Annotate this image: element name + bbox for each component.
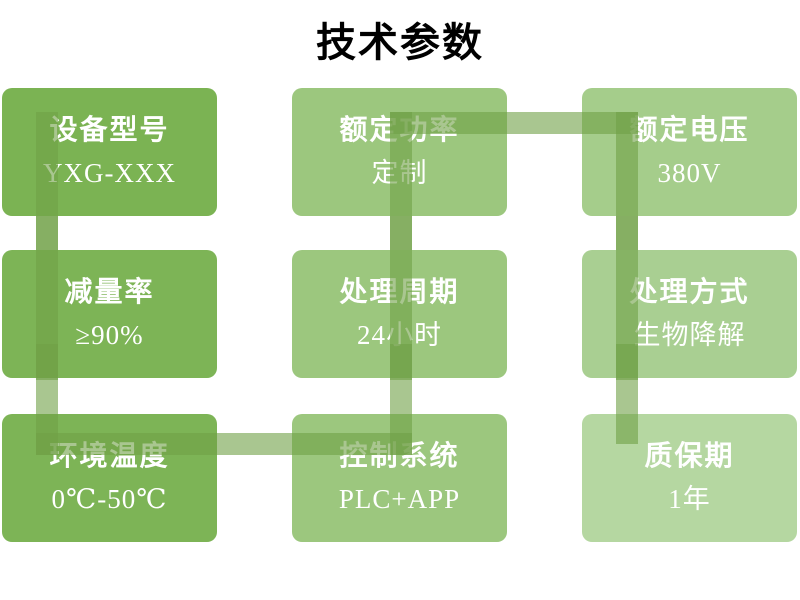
spec-value: 380V <box>657 158 722 188</box>
connector-segment-row3 <box>36 433 412 455</box>
spec-card-warranty-period: 质保期 1年 <box>582 414 797 542</box>
connector-segment-col3-top <box>616 112 638 250</box>
spec-value: PLC+APP <box>338 484 461 514</box>
connector-segment-col1-mid <box>36 216 58 380</box>
spec-label: 质保期 <box>644 441 735 472</box>
connector-segment-col2-mid <box>390 216 412 380</box>
spec-label: 设备型号 <box>49 115 170 146</box>
spec-value: 0℃-50℃ <box>51 484 168 514</box>
slide-title: 技术参数 <box>316 21 484 65</box>
spec-card-rated-voltage: 额定电压 380V <box>582 88 797 216</box>
spec-label: 处理方式 <box>629 277 750 308</box>
spec-card-device-model: 设备型号 YXG-XXX <box>2 88 217 216</box>
connector-segment-col3-mid <box>616 216 638 380</box>
spec-value: YXG-XXX <box>43 158 176 188</box>
spec-label: 额定电压 <box>629 115 750 146</box>
spec-value: ≥90% <box>75 320 144 350</box>
spec-value: 1年 <box>668 484 711 514</box>
spec-value: 生物降解 <box>633 320 746 350</box>
spec-label: 减量率 <box>64 277 155 308</box>
connector-segment-col3-bottom <box>616 344 638 444</box>
spec-card-processing-method: 处理方式 生物降解 <box>582 250 797 378</box>
connector-segment-row1 <box>390 112 638 134</box>
connector-segment-col1-bottom <box>36 344 58 455</box>
connector-segment-col1-top <box>36 112 58 250</box>
spec-card-reduction-rate: 减量率 ≥90% <box>2 250 217 378</box>
connector-segment-col2-top <box>390 112 412 250</box>
